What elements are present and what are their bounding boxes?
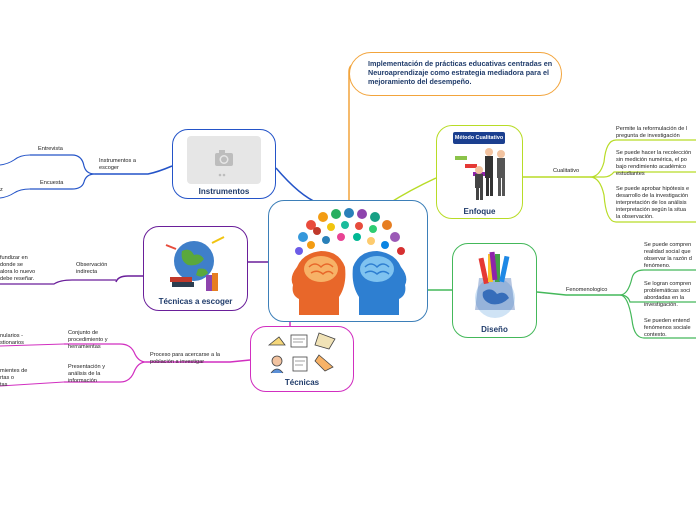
- cut-off-presentacion-text: mientes de rtas o tas: [0, 368, 28, 388]
- camera-placeholder-icon: [187, 136, 261, 184]
- cut-off-encuesta-text: z: [0, 187, 3, 193]
- enfoque-node[interactable]: Método Cualitativo Enfoque: [436, 125, 523, 219]
- cualitativo-label: Cualitativo: [553, 168, 580, 174]
- brain-heads-image: [291, 208, 407, 315]
- encuesta-label: Encuesta: [40, 180, 64, 186]
- central-node[interactable]: [268, 200, 428, 322]
- globe-pencils-image: [475, 251, 515, 318]
- instrumentos-node[interactable]: Instrumentos: [172, 129, 276, 199]
- diseno-node[interactable]: Diseño: [452, 243, 537, 338]
- enfoque-label: Enfoque: [463, 207, 496, 216]
- observacion-indirecta-label: Observación indirecta: [76, 262, 108, 275]
- cut-off-conjunto-text: nularios - stionarios: [0, 333, 24, 346]
- entrevista-label: Entrevista: [38, 146, 63, 152]
- technique-cartoon-image: [267, 332, 336, 374]
- diseno-label: Diseño: [481, 325, 508, 334]
- enfoque-leaf-3: Se puede aprobar hipótesis e desarrollo …: [616, 186, 690, 220]
- tecnicas-label: Técnicas: [284, 378, 320, 387]
- tecnicas-escoger-node[interactable]: Técnicas a escoger: [143, 226, 248, 311]
- diseno-leaf-1: Se puede compren realidad social que obs…: [644, 242, 692, 269]
- tecnicas-escoger-label: Técnicas a escoger: [158, 297, 233, 306]
- enfoque-leaf-2: Se puede hacer la recolección sin medici…: [616, 150, 692, 177]
- conjunto-procedimiento-label: Conjunto de procedimiento y herramientas: [68, 330, 108, 350]
- proceso-label: Proceso para acercarse a la población a …: [150, 352, 220, 365]
- cut-off-observacion-text: fundizar en donde se alora lo nuevo debe…: [0, 255, 36, 282]
- instrumentos-sub-label: Instrumentos a escoger: [99, 158, 136, 171]
- metodo-cualitativo-image: Método Cualitativo: [451, 130, 511, 204]
- fenomenologico-label: Fenomenologico: [566, 287, 608, 293]
- presentacion-analisis-label: Presentación y análisis de la informació…: [68, 364, 106, 384]
- diseno-leaf-2: Se logran compren problemáticas soci abo…: [644, 281, 692, 308]
- metodo-cualitativo-banner: Método Cualitativo: [453, 132, 505, 144]
- central-title: Implementación de prácticas educativas c…: [368, 59, 553, 86]
- central-title-box[interactable]: Implementación de prácticas educativas c…: [349, 52, 562, 96]
- tecnicas-node[interactable]: Técnicas: [250, 326, 354, 392]
- instrumentos-label: Instrumentos: [198, 187, 250, 196]
- diseno-leaf-3: Se pueden entend fenómenos sociale conte…: [644, 318, 691, 338]
- globe-books-image: [165, 236, 225, 291]
- enfoque-leaf-1: Permite la reformulación de l pregunta d…: [616, 126, 688, 139]
